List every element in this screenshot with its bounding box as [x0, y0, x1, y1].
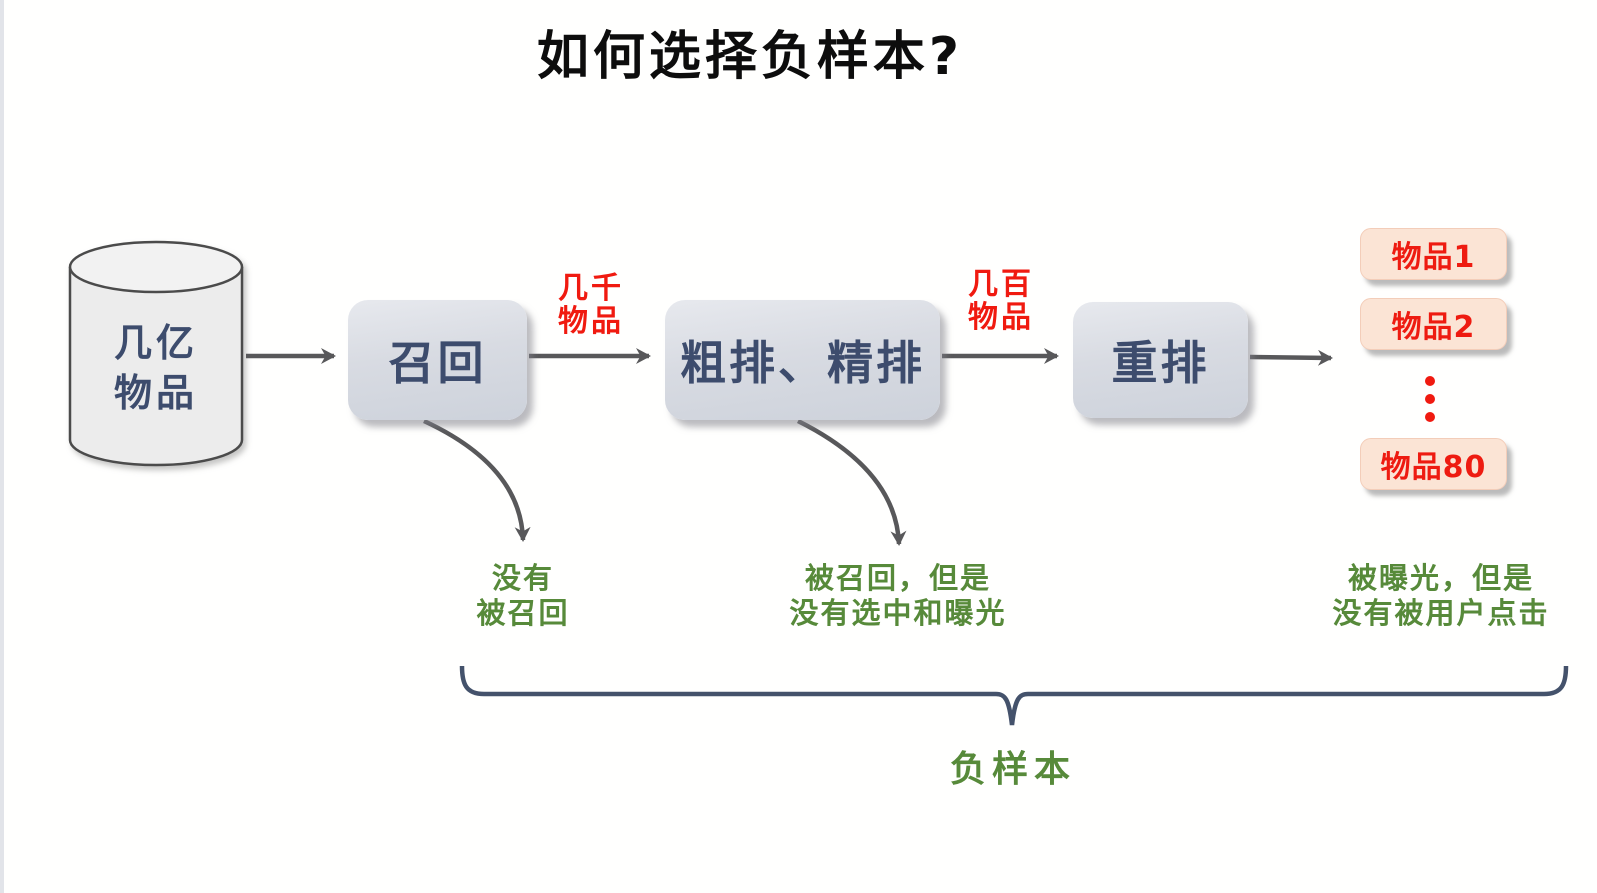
output-item-label-2: 物品2: [1391, 310, 1476, 345]
note-not-recalled: 没有 被召回: [423, 561, 623, 631]
output-item-label-1: 物品1: [1391, 240, 1476, 275]
source-items-label-line1: 几亿: [113, 321, 198, 365]
ellipsis-dot: [1425, 376, 1435, 386]
diagram-title: 如何选择负样本?: [536, 27, 964, 87]
stage-label-rerank: 重排: [1111, 336, 1210, 390]
stage-box-recall: 召回: [348, 300, 527, 420]
edge-label-thousands-line2: 物品: [558, 304, 624, 339]
vertical-ellipsis-icon: [1424, 376, 1436, 422]
edge-label-hundreds-line1: 几百: [968, 267, 1034, 302]
arrow-ranking-dropoff: [796, 418, 907, 546]
left-edge-strip: [0, 0, 4, 893]
note-recalled-not-exposed: 被召回，但是 没有选中和曝光: [758, 561, 1038, 631]
note-exposed-not-clicked-line1: 被曝光，但是: [1347, 561, 1534, 595]
edge-label-hundreds: 几百 物品: [931, 268, 1071, 334]
negative-samples-label: 负样本: [949, 749, 1076, 790]
note-exposed-not-clicked-line2: 没有被用户点击: [1332, 596, 1550, 630]
arrow-rerank-to-items: [1249, 349, 1333, 366]
source-items-label-line2: 物品: [113, 371, 198, 415]
arrow-recall-dropoff: [423, 418, 531, 542]
note-not-recalled-line1: 没有: [491, 561, 554, 595]
note-recalled-not-exposed-line2: 没有选中和曝光: [789, 596, 1007, 630]
note-exposed-not-clicked: 被曝光，但是 没有被用户点击: [1291, 561, 1591, 631]
stage-box-ranking: 粗排、精排: [665, 300, 940, 420]
output-item-card: 物品2: [1360, 298, 1507, 350]
note-recalled-not-exposed-line1: 被召回，但是: [804, 561, 991, 595]
output-item-card: 物品1: [1360, 228, 1507, 280]
source-items-label: 几亿 物品: [86, 318, 226, 418]
output-item-card: 物品80: [1360, 438, 1507, 490]
edge-label-thousands-line1: 几千: [558, 271, 624, 306]
ellipsis-dot: [1425, 394, 1435, 404]
edge-label-hundreds-line2: 物品: [968, 300, 1034, 335]
stage-label-ranking: 粗排、精排: [680, 336, 925, 390]
stage-box-rerank: 重排: [1073, 302, 1248, 418]
database-cylinder-shape: [68, 240, 244, 467]
output-item-label-80: 物品80: [1380, 450, 1487, 485]
stage-label-recall: 召回: [388, 336, 487, 390]
ellipsis-dot: [1425, 412, 1435, 422]
edge-label-thousands: 几千 物品: [521, 272, 661, 338]
note-not-recalled-line2: 被召回: [476, 596, 570, 630]
negative-samples-brace: [459, 665, 1569, 726]
